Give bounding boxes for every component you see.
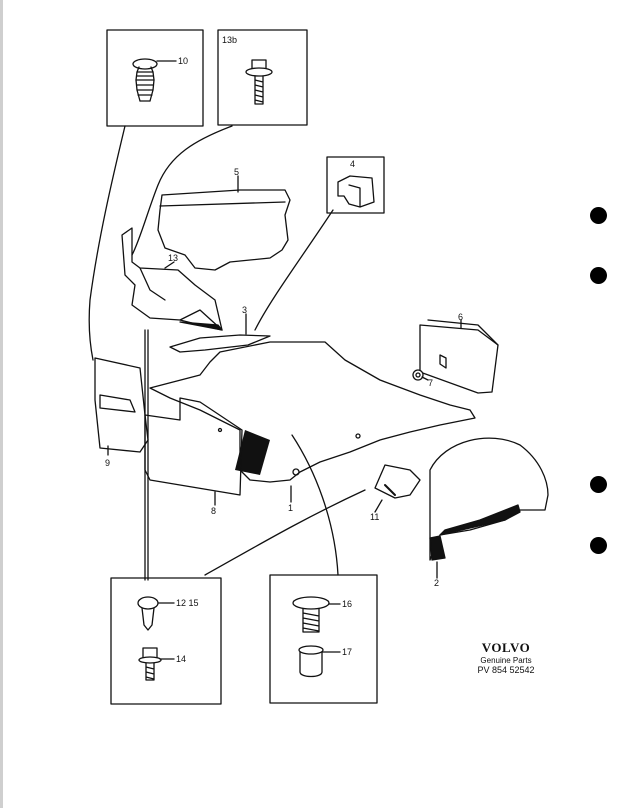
push-clip-icon	[132, 58, 158, 102]
part-9-panel	[94, 357, 149, 453]
callout-3: 3	[242, 305, 247, 315]
leader-11	[204, 489, 366, 576]
detail-box-12-15-14	[110, 577, 222, 705]
genuine-parts-label: Genuine Parts	[480, 655, 532, 665]
callout-12-15: 12 15	[176, 598, 199, 608]
detail-box-4	[326, 156, 385, 214]
callout-1: 1	[288, 503, 293, 513]
callout-6: 6	[458, 312, 463, 322]
part-11-piece	[374, 464, 421, 499]
part-number: PV 854 52542	[477, 665, 535, 676]
callout-14: 14	[176, 654, 186, 664]
binder-hole-4	[590, 537, 607, 554]
part-1-carpet	[149, 341, 476, 483]
volvo-logo: VOLVO	[481, 640, 531, 655]
binder-hole-3	[590, 476, 607, 493]
volvo-branding: VOLVO Genuine Parts PV 854 52542	[446, 640, 566, 676]
callout-8: 8	[211, 506, 216, 516]
callout-9: 9	[105, 458, 110, 468]
callout-16: 16	[342, 599, 352, 609]
leader-13b	[131, 125, 233, 256]
callout-10: 10	[178, 56, 188, 66]
sleeve-nut-icon	[298, 645, 324, 678]
page-edge	[0, 0, 3, 808]
part-8-panel	[144, 397, 243, 496]
part-3-trim	[169, 334, 271, 353]
callout-2: 2	[434, 578, 439, 588]
binder-hole-2	[590, 267, 607, 284]
threaded-stud-icon	[292, 596, 330, 633]
callout-13: 13	[168, 253, 178, 263]
binder-hole-1	[590, 207, 607, 224]
callout-5: 5	[234, 167, 239, 177]
leader-4	[254, 209, 334, 331]
callout-11: 11	[370, 512, 379, 522]
detail-box-10	[106, 29, 204, 127]
detail-box-13b	[217, 29, 308, 126]
leader-10	[88, 125, 126, 361]
clip-4-icon	[337, 175, 375, 208]
rivet-clip-icon	[137, 596, 159, 631]
callout-4: 4	[350, 159, 355, 169]
callout-13b: 13b	[222, 35, 237, 45]
callout-17: 17	[342, 647, 352, 657]
part-5-panel	[157, 189, 291, 271]
part-2-wheel-arch	[429, 437, 549, 561]
leader-16	[291, 434, 339, 576]
callout-7: 7	[428, 378, 433, 388]
screw-washer-icon	[245, 59, 273, 105]
detail-box-16-17	[269, 574, 378, 704]
hex-screw-icon	[138, 647, 162, 681]
part-7-nut	[412, 369, 424, 381]
